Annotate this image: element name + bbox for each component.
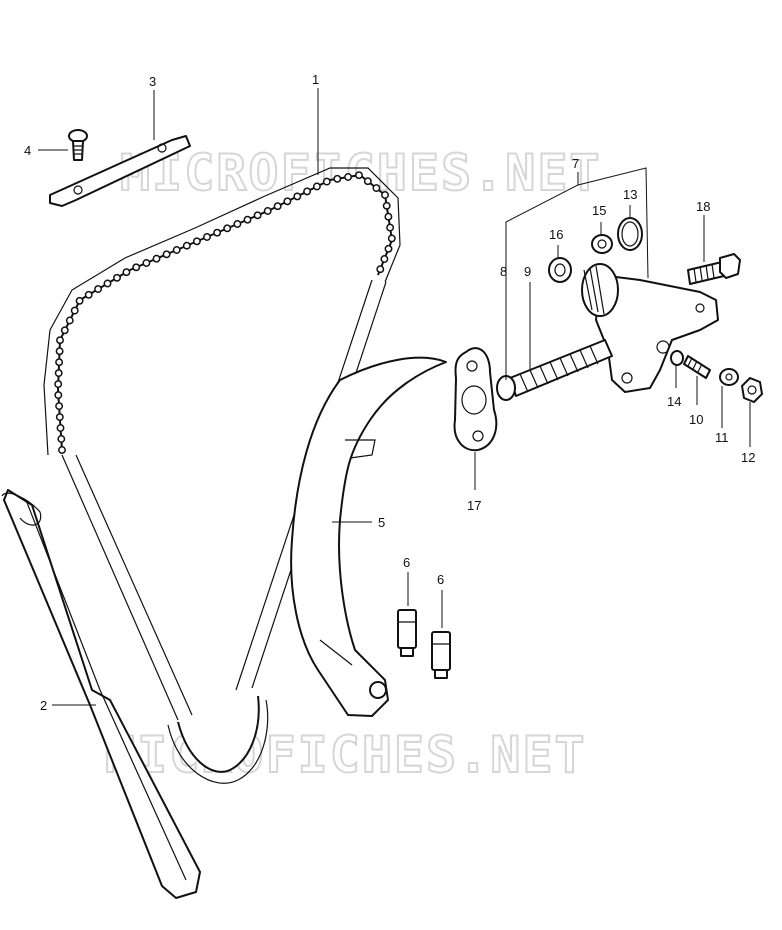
chain-link-pin <box>322 177 331 186</box>
chain-link-pin <box>132 263 141 272</box>
chain-link-pin <box>381 191 389 199</box>
chain-link-pin <box>75 296 84 305</box>
nut-part-12 <box>741 377 763 403</box>
watermark-bottom: MICROFICHES.NET <box>105 726 587 784</box>
chain-link-pin <box>172 246 181 254</box>
chain-link-pin <box>55 413 64 422</box>
chain-link-pin <box>273 202 282 211</box>
callout-4: 4 <box>24 143 31 158</box>
chain-link-pin <box>56 424 65 432</box>
chain-link-pin <box>303 187 312 196</box>
callout-10: 10 <box>689 412 703 427</box>
callout-6-b: 6 <box>437 572 444 587</box>
washer-part-14 <box>670 350 684 366</box>
chain-link-pin <box>58 446 66 454</box>
chain-link-pin <box>55 358 64 367</box>
washer-part-11 <box>719 368 739 386</box>
chain-link-pin <box>344 173 353 181</box>
callout-11: 11 <box>715 430 729 445</box>
callout-14: 14 <box>667 394 681 409</box>
damper-part-6-b <box>431 631 451 679</box>
chain-link-pin <box>94 285 103 294</box>
guide-plate-part-3 <box>49 135 191 207</box>
callout-8: 8 <box>500 264 507 279</box>
screw-part-4 <box>68 129 88 161</box>
callout-7: 7 <box>572 156 579 171</box>
chain-link-pin <box>162 250 171 259</box>
callout-17: 17 <box>467 498 481 513</box>
chain-link-pin <box>283 197 292 206</box>
chain-link-pin <box>60 326 69 335</box>
callout-1: 1 <box>312 72 319 87</box>
nut-part-16 <box>548 257 572 283</box>
chain-link-pin <box>54 391 63 400</box>
callout-6-a: 6 <box>403 555 410 570</box>
tensioner-slipper-part-5 <box>290 356 447 717</box>
callout-3: 3 <box>149 74 156 89</box>
chain-link-pin <box>376 265 385 274</box>
callout-5: 5 <box>378 515 385 530</box>
chain-link-pin <box>387 234 396 243</box>
chain-link-pin <box>372 184 381 193</box>
chain-link-pin <box>65 316 74 325</box>
chain-link-pin <box>152 254 161 263</box>
chain-link-pin <box>386 223 395 232</box>
chain-link-pin <box>203 233 211 241</box>
chain-link-pin <box>263 207 272 215</box>
chain-guide-part-2 <box>1 489 201 899</box>
chain-link-pin <box>333 174 342 183</box>
chain-link-pin <box>142 259 151 267</box>
damper-part-6-a <box>397 609 417 657</box>
callout-15: 15 <box>592 203 606 218</box>
callout-2: 2 <box>40 698 47 713</box>
chain-link-pin <box>113 273 121 282</box>
chain-link-pin <box>363 177 372 186</box>
chain-link-pin <box>57 435 66 443</box>
callout-13: 13 <box>623 187 637 202</box>
chain-link-pin <box>233 220 242 228</box>
adjuster-screw-part-10 <box>683 355 711 379</box>
chain-link-pin <box>84 290 93 299</box>
chain-link-pin <box>70 306 79 315</box>
chain-link-pin <box>55 347 64 356</box>
callout-labels: 1 2 3 4 5 6 6 7 8 9 10 11 12 13 14 15 16… <box>24 72 755 713</box>
chain-link-pin <box>182 241 191 250</box>
chain-link-pin <box>293 192 302 201</box>
chain-link-pin <box>355 171 363 180</box>
chain-link-pin <box>223 224 232 233</box>
chain-link-pin <box>253 211 262 220</box>
seal-part-15 <box>591 234 613 254</box>
chain-link-pin <box>55 402 64 411</box>
chain-link-pin <box>122 268 131 277</box>
chain-link-pin <box>312 182 321 191</box>
callout-18: 18 <box>696 199 710 214</box>
chain-links <box>54 171 396 454</box>
chain-link-pin <box>56 336 64 345</box>
chain-link-pin <box>213 228 222 237</box>
callout-16: 16 <box>549 227 563 242</box>
callout-9: 9 <box>524 264 531 279</box>
o-ring-part-13 <box>617 217 643 251</box>
cam-chain-part-1 <box>43 167 401 784</box>
bolt-part-18 <box>687 253 741 285</box>
chain-link-pin <box>54 369 63 378</box>
chain-link-pin <box>384 244 393 253</box>
chain-link-pin <box>103 279 112 288</box>
leader-lines <box>38 88 751 706</box>
chain-link-pin <box>192 237 201 246</box>
gasket-part-17 <box>453 347 498 452</box>
chain-link-pin <box>380 255 389 263</box>
chain-link-pin <box>384 212 393 221</box>
chain-link-pin <box>243 215 252 224</box>
callout-12: 12 <box>741 450 755 465</box>
chain-link-pin <box>382 201 391 210</box>
chain-link-pin <box>54 380 63 389</box>
spring-part-9 <box>509 339 613 397</box>
